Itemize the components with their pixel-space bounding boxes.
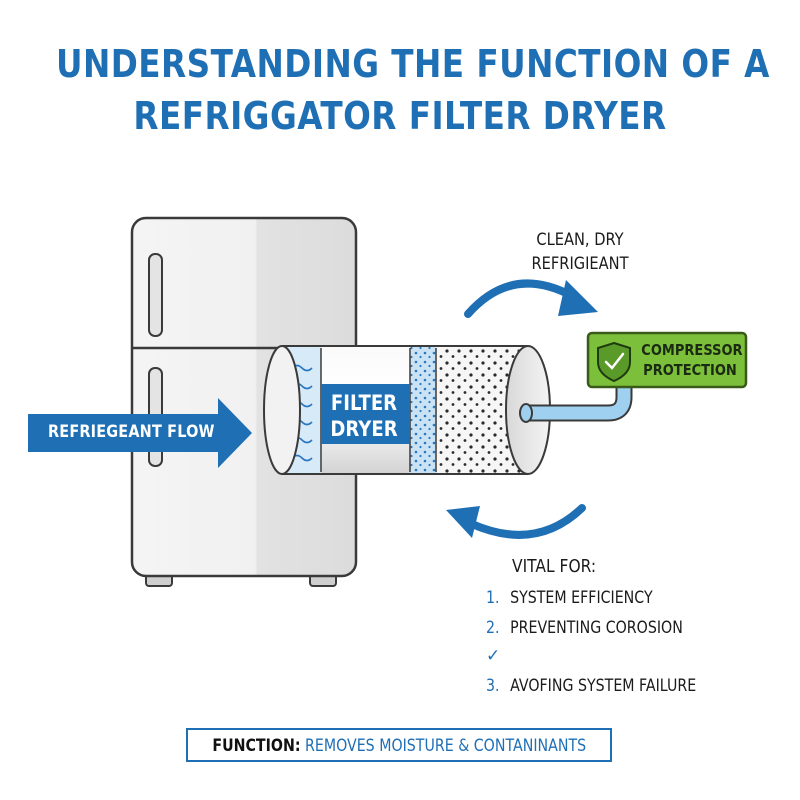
outlet-pipe xyxy=(519,388,633,423)
clean-label-line-1: CLEAN, DRY xyxy=(536,230,624,250)
function-key: FUNCTION: xyxy=(212,735,301,755)
clean-dry-refrigerant-label: CLEAN, DRY REFRIGIEANT xyxy=(520,228,640,276)
title-line-1: UNDERSTANDING THE FUNCTION OF A xyxy=(56,42,770,86)
curved-arrow-return-icon xyxy=(446,504,586,539)
filter-label-line-1: FILTER xyxy=(330,391,398,415)
vital-item-number: 2. xyxy=(486,618,500,637)
refrigerant-flow-label: REFRIEGEANT FLOW xyxy=(48,422,215,442)
filter-label-line-2: DRYER xyxy=(330,417,398,441)
title-line-2: REFRIGGATOR FILTER DRYER xyxy=(133,94,667,138)
vital-item: 1. SYSTEM EFFICIENCY xyxy=(486,588,653,607)
vital-item: 2. PREVENTING COROSION xyxy=(486,618,683,637)
compressor-protection-label: COMPRESSOR PROTECTION xyxy=(641,340,743,380)
clean-label-line-2: REFRIGIEANT xyxy=(531,254,629,274)
function-value: REMOVES MOISTURE & CONTANINANTS xyxy=(304,735,586,755)
vital-for-heading: VITAL FOR: xyxy=(512,556,597,577)
function-summary-text: FUNCTION: REMOVES MOISTURE & CONTANINANT… xyxy=(212,736,586,755)
compressor-label-line-2: PROTECTION xyxy=(643,361,737,379)
vital-item-text: PREVENTING COROSION xyxy=(510,618,683,637)
refrigerant-flow-arrow xyxy=(28,398,252,468)
filter-dryer-label: FILTER DRYER xyxy=(328,390,400,442)
vital-item-text: AVOFING SYSTEM FAILURE xyxy=(510,676,697,695)
function-summary-box: FUNCTION: REMOVES MOISTURE & CONTANINANT… xyxy=(186,728,612,762)
curved-arrow-icon xyxy=(464,279,598,318)
vital-item-number: 3. xyxy=(486,676,500,695)
filter-dryer-cylinder xyxy=(263,345,551,475)
checkmark-icon: ✓ xyxy=(486,646,501,666)
vital-item-number: 1. xyxy=(486,588,500,607)
shield-check-icon xyxy=(597,341,631,383)
compressor-label-line-1: COMPRESSOR xyxy=(641,341,743,359)
vital-item-text: SYSTEM EFFICIENCY xyxy=(510,588,653,607)
vital-item: 3. AVOFING SYSTEM FAILURE xyxy=(486,676,696,695)
page-title: UNDERSTANDING THE FUNCTION OF A REFRIGGA… xyxy=(56,38,770,142)
refrigerator-icon xyxy=(130,216,358,587)
compressor-protection-box xyxy=(586,331,748,389)
